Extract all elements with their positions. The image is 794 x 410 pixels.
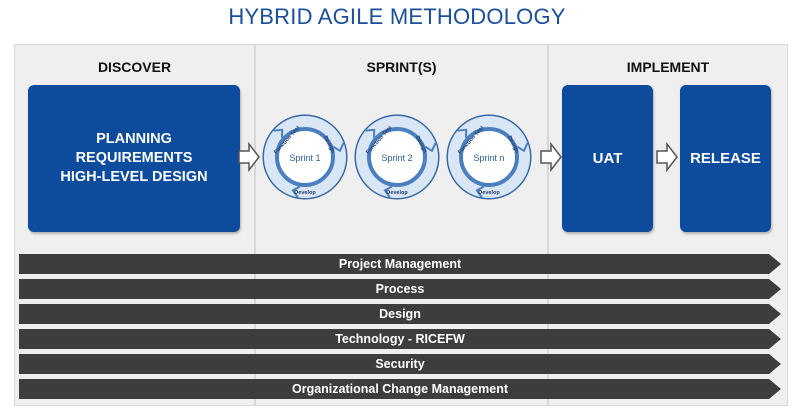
workstream-label: Organizational Change Management [291, 382, 508, 396]
sprint-name: Sprint 2 [381, 153, 412, 163]
workstream-label: Design [379, 307, 421, 321]
sprint-name: Sprint 1 [289, 153, 320, 163]
workstream-arrow-shape [19, 254, 781, 274]
sprint-core [369, 129, 425, 185]
cycle-arrow-icon [291, 185, 301, 198]
workstream-bar: Process [19, 279, 781, 299]
cycle-arrow-icon [383, 185, 393, 198]
cycle-arrow-icon [365, 128, 376, 138]
workstream-arrow-shape [19, 379, 781, 399]
sprint-label-develop: Develop [478, 190, 500, 196]
discover-line-planning: PLANNING [96, 131, 172, 147]
sprints-phase-label: SPRINT(S) [366, 59, 437, 75]
hollow-arrow-icon [238, 142, 260, 172]
sprint-label-develop: Develop [386, 190, 408, 196]
discover-phase-label: DISCOVER [97, 59, 172, 75]
workstream-arrow-shape [19, 304, 781, 324]
cycle-arrow-icon [273, 128, 284, 138]
uat-box: UAT [562, 85, 653, 232]
workstream-arrow-shape [19, 329, 781, 349]
workstream-bar: Organizational Change Management [19, 379, 781, 399]
sprint-name: Sprint n [473, 153, 504, 163]
workstream-arrow-shape [19, 279, 781, 299]
sprint-core [461, 129, 517, 185]
cycle-arrow-icon [516, 142, 529, 153]
workstream-label: Security [375, 357, 425, 371]
sprint-band [264, 116, 346, 198]
workstream-label: Project Management [338, 257, 462, 271]
workstream-bar: Security [19, 354, 781, 374]
workstream-bar: Technology - RICEFW [19, 329, 781, 349]
workstream-label: Technology - RICEFW [335, 332, 465, 346]
cycle-arrow-icon [475, 185, 485, 198]
sprint-core [277, 129, 333, 185]
workstream-bar: Design [19, 304, 781, 324]
discover-line-requirements: REQUIREMENTS [75, 150, 193, 166]
discover-line-design: HIGH-LEVEL DESIGN [60, 169, 208, 185]
page-title: HYBRID AGILE METHODOLOGY [228, 4, 566, 29]
workstream-label: Process [375, 282, 425, 296]
workstream-arrow-shape [19, 354, 781, 374]
workstream-bar: Project Management [19, 254, 781, 274]
cycle-arrow-icon [457, 128, 468, 138]
cycle-arrow-icon [424, 142, 437, 153]
sprint-band [356, 116, 438, 198]
hollow-arrow-icon [540, 142, 562, 172]
implement-phase-label: IMPLEMENT [626, 59, 710, 75]
discover-box: PLANNING REQUIREMENTS HIGH-LEVEL DESIGN [28, 85, 240, 232]
hollow-arrow-icon [656, 142, 678, 172]
sprint-label-develop: Develop [294, 190, 316, 196]
sprint-band [448, 116, 530, 198]
release-box: RELEASE [680, 85, 771, 232]
cycle-arrow-icon [332, 142, 345, 153]
